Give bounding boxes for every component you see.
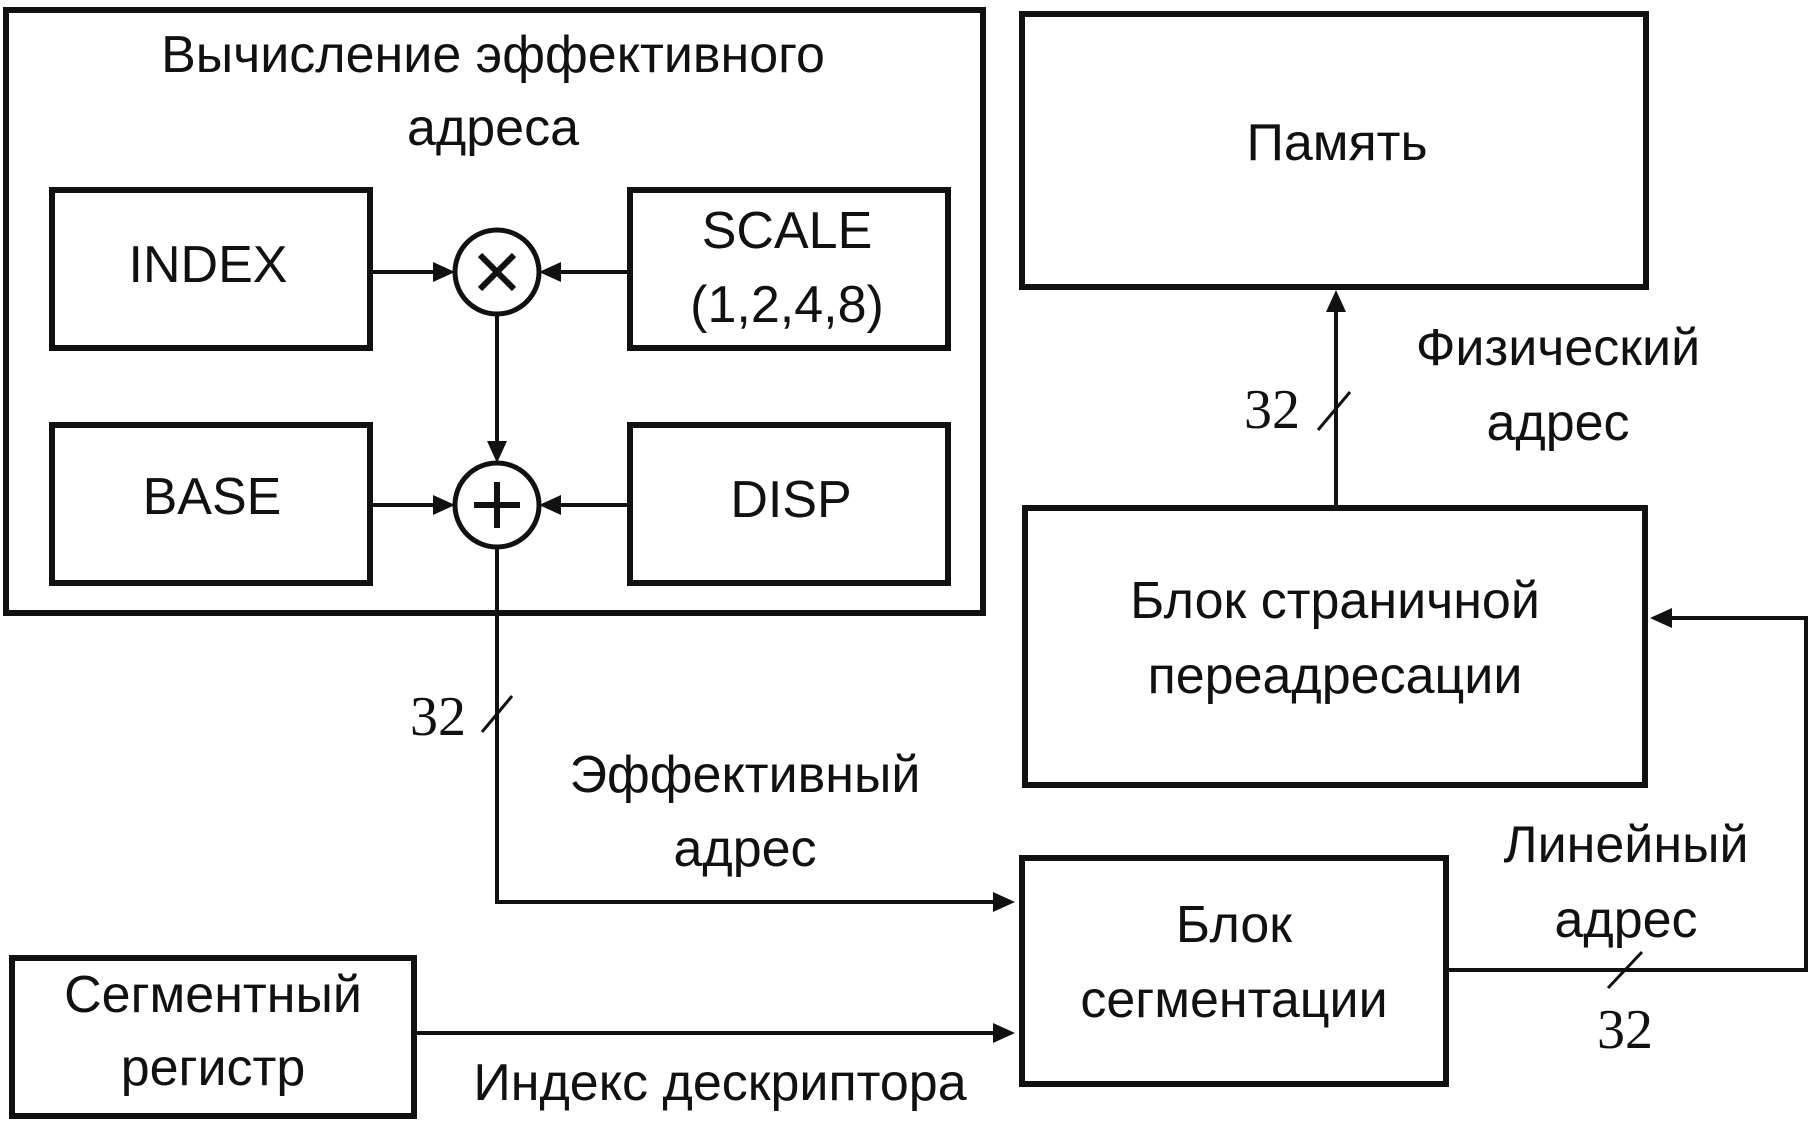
physical-address-bus-tick	[1316, 391, 1352, 431]
descriptor-index-path: Индекс дескриптора	[414, 1023, 1015, 1112]
segment-register-box: Сегментный регистр	[9, 955, 417, 1119]
memory-label: Память	[1246, 114, 1427, 172]
disp-label: DISP	[730, 471, 851, 529]
effective-address-block: Вычисление эффективного адреса	[3, 7, 986, 616]
segment-register-label-line1: Сегментный	[64, 966, 362, 1024]
effective-address-label-line1: Эффективный	[570, 746, 921, 804]
segmentation-unit-label-line1: Блок	[1176, 896, 1292, 954]
physical-address-path: 32 Физический адрес	[1244, 290, 1700, 508]
scale-label: SCALE	[702, 202, 873, 260]
base-register-box: BASE	[49, 422, 373, 586]
index-register-box: INDEX	[49, 187, 373, 351]
paging-unit-box: Блок страничной переадресации	[1022, 505, 1648, 788]
segmentation-unit-label-line2: сегментации	[1080, 971, 1387, 1029]
effective-address-bus-tick	[480, 695, 514, 733]
index-label: INDEX	[129, 236, 288, 294]
effective-address-bus-width: 32	[410, 686, 466, 748]
ea-internal-wires	[370, 262, 630, 515]
linear-address-path: 32 Линейный адрес	[1446, 608, 1808, 1061]
ea-block-title-line1: Вычисление эффективного	[161, 26, 825, 84]
descriptor-index-label: Индекс дескриптора	[473, 1054, 966, 1112]
physical-address-bus-width: 32	[1244, 379, 1300, 441]
scale-values-label: (1,2,4,8)	[690, 276, 884, 334]
physical-address-label-line1: Физический	[1416, 319, 1700, 377]
add-symbol: +	[0, 0, 1, 1]
linear-address-label-line1: Линейный	[1504, 816, 1749, 874]
paging-unit-label-line2: переадресации	[1148, 647, 1523, 705]
effective-address-path: 32 Эффективный адрес	[410, 547, 1015, 912]
disp-box: DISP	[627, 422, 951, 586]
multiply-symbol: ×	[0, 0, 1, 1]
paging-unit-label-line1: Блок страничной	[1130, 572, 1540, 630]
linear-address-bus-width: 32	[1597, 999, 1653, 1061]
memory-box: Память	[1019, 11, 1649, 290]
segment-register-label-line2: регистр	[121, 1039, 306, 1097]
scale-box: SCALE (1,2,4,8)	[627, 187, 951, 351]
linear-address-bus-tick	[1606, 950, 1644, 990]
physical-address-label-line2: адрес	[1486, 394, 1629, 452]
ea-block-title-line2: адреса	[407, 99, 579, 157]
linear-address-label-line2: адрес	[1554, 891, 1697, 949]
effective-address-label-line2: адрес	[673, 820, 816, 878]
base-label: BASE	[143, 468, 282, 526]
segmentation-unit-box: Блок сегментации	[1019, 855, 1449, 1087]
